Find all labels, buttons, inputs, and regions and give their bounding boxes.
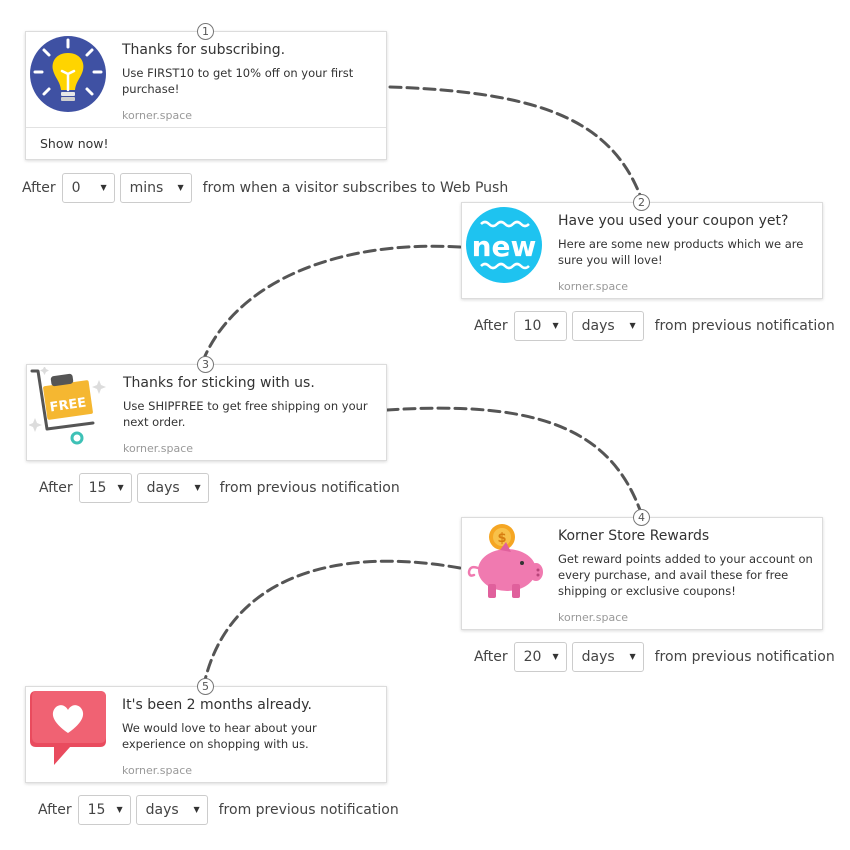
chevron-down-icon: ▼ [117, 483, 124, 492]
notification-domain: korner.space [123, 442, 194, 455]
delay-suffix: from previous notification [219, 480, 400, 496]
notification-title: Korner Store Rewards [558, 528, 710, 544]
notification-card-2[interactable]: new Have you used your coupon yet? Here … [461, 202, 823, 299]
step-badge-5: 5 [197, 678, 214, 695]
connector-4-5 [203, 559, 462, 682]
chevron-down-icon: ▼ [552, 652, 559, 661]
step-badge-3: 3 [197, 356, 214, 373]
delay-value-select[interactable]: 20 ▼ [513, 642, 567, 672]
chevron-down-icon: ▼ [177, 183, 184, 192]
delay-row-3: After 15 ▼ days ▼ from previous notifica… [39, 472, 400, 504]
notification-title: Thanks for subscribing. [122, 42, 286, 58]
svg-text:new: new [472, 230, 537, 263]
notification-card-1[interactable]: Thanks for subscribing. Use FIRST10 to g… [25, 31, 387, 160]
notification-domain: korner.space [558, 280, 629, 293]
delay-suffix: from previous notification [654, 649, 835, 665]
notification-domain: korner.space [122, 109, 193, 122]
delay-value-select[interactable]: 15 ▼ [78, 473, 132, 503]
svg-text:$: $ [497, 531, 506, 546]
notification-domain: korner.space [558, 611, 629, 624]
chevron-down-icon: ▼ [629, 321, 636, 330]
delay-value-select[interactable]: 10 ▼ [513, 311, 567, 341]
chevron-down-icon: ▼ [116, 805, 123, 814]
notification-body: Here are some new products which we are … [558, 237, 804, 267]
free-shipping-cart-icon: FREE [28, 366, 109, 447]
delay-suffix: from previous notification [218, 802, 399, 818]
after-label: After [39, 480, 73, 496]
connector-2-3 [203, 244, 462, 358]
delay-unit-select[interactable]: days ▼ [135, 795, 208, 825]
chevron-down-icon: ▼ [629, 652, 636, 661]
piggy-bank-icon: $ [464, 520, 544, 600]
delay-unit-select[interactable]: days ▼ [571, 311, 644, 341]
lightbulb-icon [28, 34, 108, 114]
delay-suffix: from when a visitor subscribes to Web Pu… [202, 180, 509, 196]
notification-title: Thanks for sticking with us. [123, 375, 315, 391]
after-label: After [474, 649, 508, 665]
delay-value-select[interactable]: 15 ▼ [77, 795, 131, 825]
delay-unit-select[interactable]: days ▼ [136, 473, 209, 503]
delay-unit-select[interactable]: mins ▼ [119, 173, 192, 203]
notification-card-3[interactable]: FREE Thanks for sticking with us. Use SH… [26, 364, 387, 461]
svg-text:FREE: FREE [49, 396, 87, 416]
notification-card-4[interactable]: $ Korner Store Rewards Get reward points… [461, 517, 823, 630]
notification-body: Get reward points added to your account … [558, 552, 813, 598]
delay-row-1: After 0 ▼ mins ▼ from when a visitor sub… [22, 172, 508, 204]
new-badge-icon: new [464, 205, 544, 285]
delay-suffix: from previous notification [654, 318, 835, 334]
notification-title: It's been 2 months already. [122, 697, 312, 713]
delay-unit-select[interactable]: days ▼ [571, 642, 644, 672]
step-badge-4: 4 [633, 509, 650, 526]
connector-3-4 [385, 406, 642, 512]
notification-title: Have you used your coupon yet? [558, 213, 789, 229]
chevron-down-icon: ▼ [100, 183, 107, 192]
delay-value-select[interactable]: 0 ▼ [61, 173, 115, 203]
delay-row-4: After 20 ▼ days ▼ from previous notifica… [474, 641, 835, 673]
notification-domain: korner.space [122, 764, 193, 777]
after-label: After [474, 318, 508, 334]
delay-row-5: After 15 ▼ days ▼ from previous notifica… [38, 794, 399, 826]
show-now-button[interactable]: Show now! [26, 127, 386, 159]
notification-body: We would love to hear about your experie… [122, 721, 317, 751]
heart-chat-icon [28, 689, 108, 769]
chevron-down-icon: ▼ [552, 321, 559, 330]
notification-body: Use FIRST10 to get 10% off on your first… [122, 66, 354, 96]
notification-card-5[interactable]: It's been 2 months already. We would lov… [25, 686, 387, 783]
after-label: After [22, 180, 56, 196]
step-badge-2: 2 [633, 194, 650, 211]
delay-row-2: After 10 ▼ days ▼ from previous notifica… [474, 310, 835, 342]
step-badge-1: 1 [197, 23, 214, 40]
chevron-down-icon: ▼ [194, 483, 201, 492]
after-label: After [38, 802, 72, 818]
chevron-down-icon: ▼ [193, 805, 200, 814]
notification-body: Use SHIPFREE to get free shipping on you… [123, 399, 368, 429]
